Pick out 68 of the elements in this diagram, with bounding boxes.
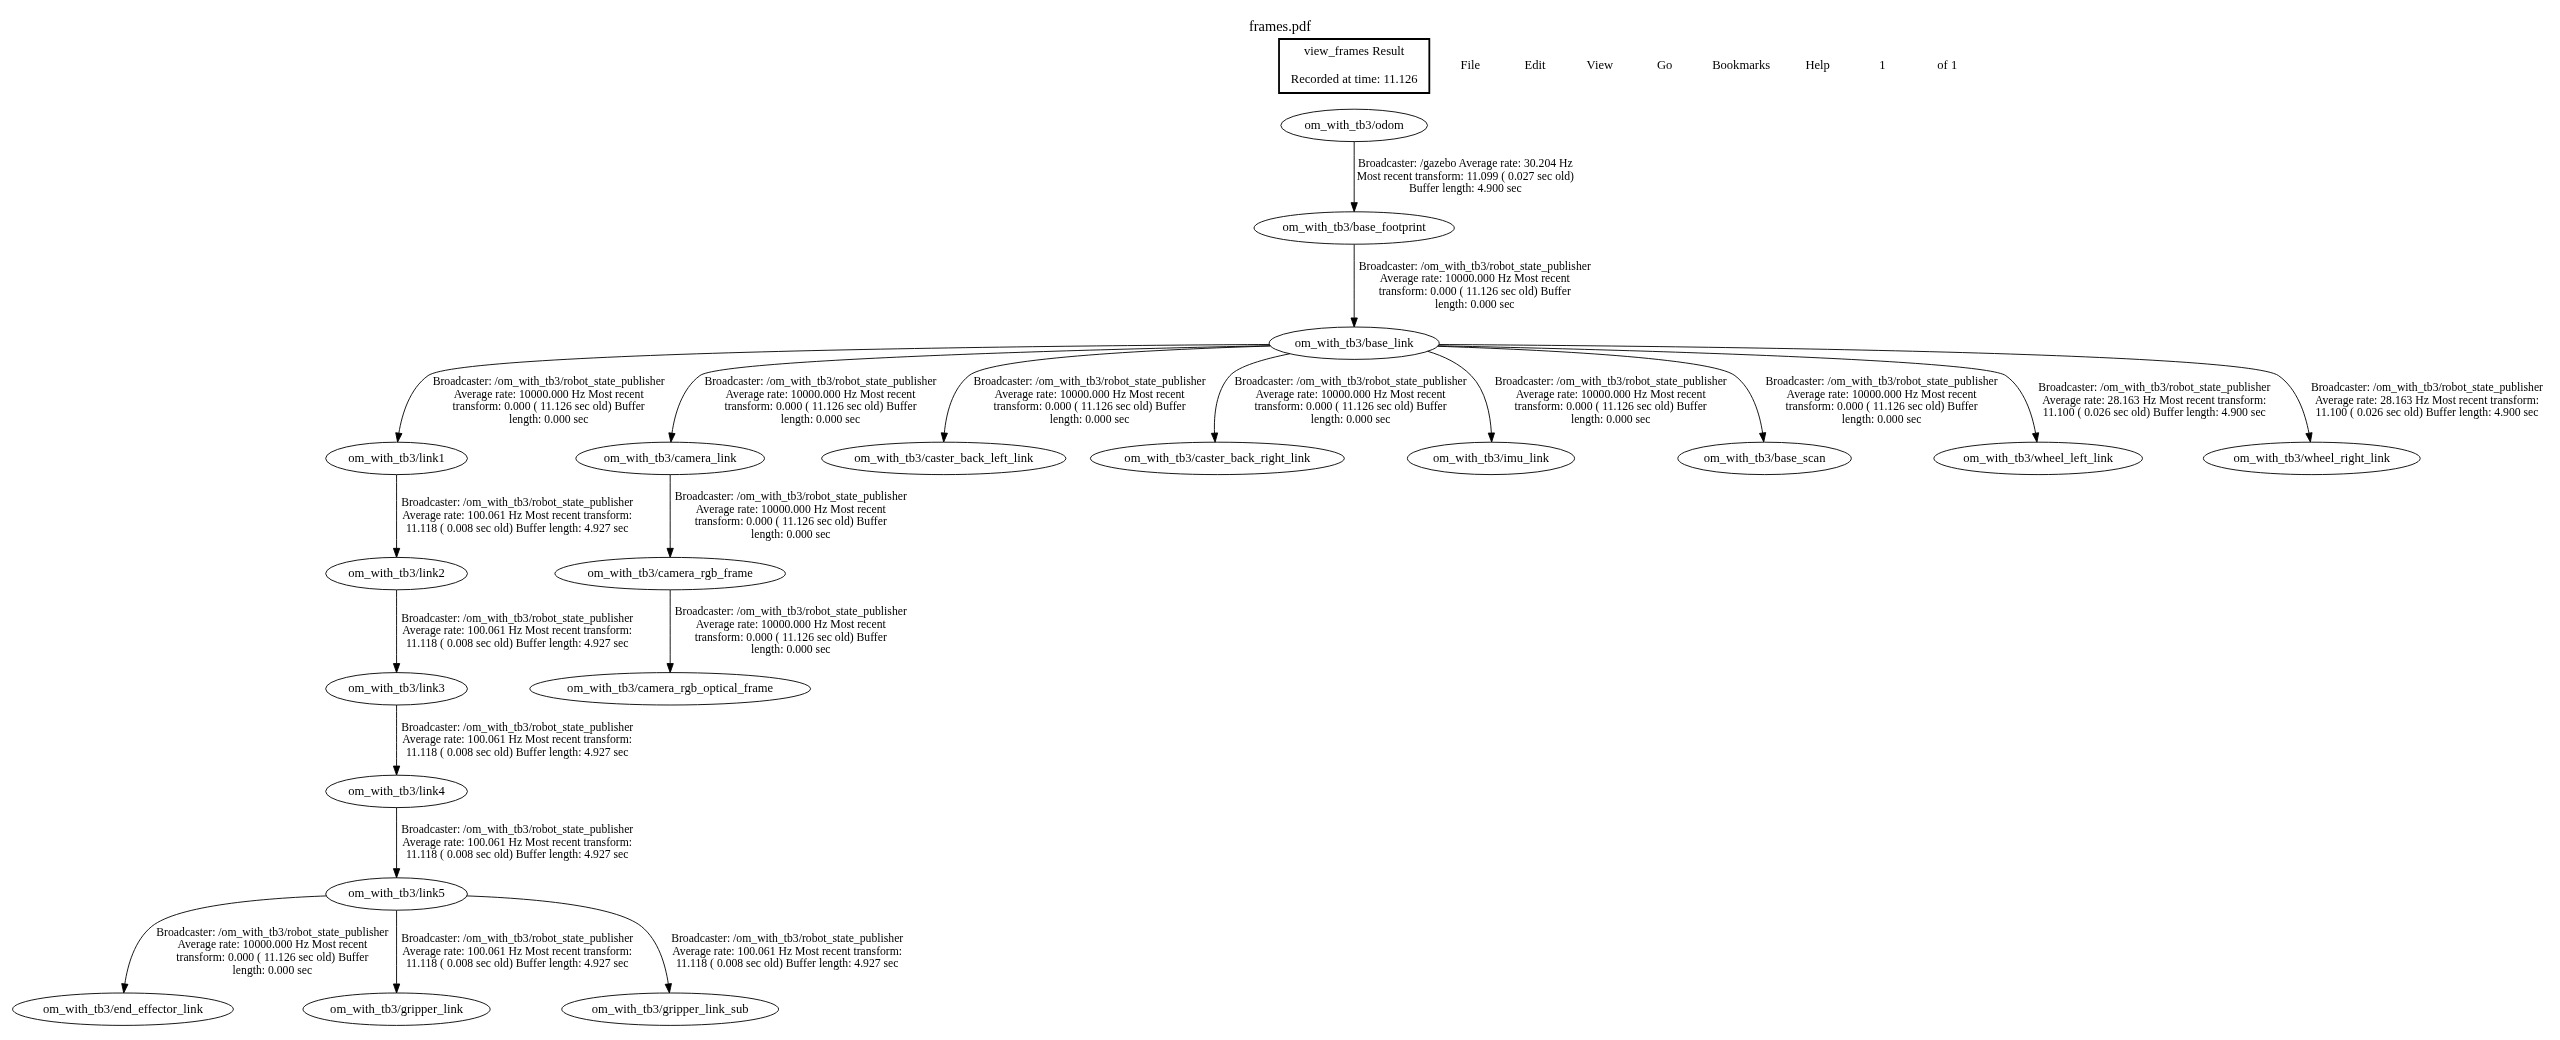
node-ellipse: om_with_tb3/camera_link	[575, 441, 765, 475]
node-ellipse: om_with_tb3/link1	[325, 441, 468, 475]
label: 1	[1879, 57, 1886, 72]
diagram-title: frames.pdf	[1249, 17, 1311, 34]
arrow	[1350, 243, 1358, 327]
edge-label: Broadcaster: /om_with_tb3/robot_state_publisher Average rate: 10000.000 Hz Most recent transform: 0.000 ( 11.126 sec old) Buffer length: 0.000 sec	[1358, 259, 1591, 311]
edge-label: Broadcaster: /om_with_tb3/robot_state_publisher Average rate: 28.163 Hz Most recent transform: 11.100 ( 0.026 sec old) Buffer length: 4.900 sec	[2310, 380, 2544, 419]
edge-label: Broadcaster: /om_with_tb3/robot_state_publisher Average rate: 10000.000 Hz Most recent transform: 0.000 ( 11.126 sec old) Buffer length: 0.000 sec	[674, 489, 907, 541]
edge-label: Broadcaster: /om_with_tb3/robot_state_publisher Average rate: 10000.000 Hz Most recent transform: 0.000 ( 11.126 sec old) Buffer length: 0.000 sec	[674, 604, 907, 656]
edge-label: Broadcaster: /om_with_tb3/robot_state_publisher Average rate: 10000.000 Hz Most recent transform: 0.000 ( 11.126 sec old) Buffer length: 0.000 sec	[1494, 374, 1727, 426]
node-ellipse: om_with_tb3/gripper_link	[302, 992, 491, 1026]
label: File	[1460, 57, 1481, 72]
arrow	[1210, 352, 1291, 443]
edge-label: Broadcaster: /om_with_tb3/robot_state_publisher Average rate: 10000.000 Hz Most recent transform: 0.000 ( 11.126 sec old) Buffer length: 0.000 sec	[1234, 374, 1467, 426]
label: View	[1586, 57, 1614, 72]
arrow	[395, 343, 1270, 442]
label: Go	[1656, 57, 1673, 72]
node-ellipse: om_with_tb3/link3	[325, 671, 468, 705]
arrow	[466, 894, 672, 993]
arrow	[666, 589, 674, 673]
arrow	[393, 704, 401, 775]
edge-label: Broadcaster: /om_with_tb3/robot_state_publisher Average rate: 28.163 Hz Most recent transform: 11.100 ( 0.026 sec old) Buffer length: 4.900 sec	[2038, 380, 2271, 419]
edge-label: Broadcaster: /om_with_tb3/robot_state_publisher Average rate: 100.061 Hz Most recent transform: 11.118 ( 0.008 sec old) Buffer length: 4.927 sec	[401, 720, 634, 759]
label: Bookmarks	[1712, 57, 1771, 72]
node-ellipse: om_with_tb3/wheel_right_link	[2202, 441, 2421, 475]
edge-label: Broadcaster: /om_with_tb3/robot_state_publisher Average rate: 10000.000 Hz Most recent transform: 0.000 ( 11.126 sec old) Buffer length: 0.000 sec	[432, 374, 665, 426]
node-ellipse: om_with_tb3/base_link	[1268, 326, 1440, 360]
node-ellipse: om_with_tb3/link5	[325, 876, 468, 911]
arrow	[666, 473, 674, 558]
arrow	[121, 894, 327, 993]
node-ellipse: om_with_tb3/link4	[325, 774, 468, 808]
label: of 1	[1937, 57, 1958, 72]
node-ellipse: om_with_tb3/caster_back_left_link	[821, 441, 1067, 475]
arrow	[668, 344, 1271, 443]
arrow	[393, 473, 401, 558]
node-ellipse: om_with_tb3/caster_back_right_link	[1089, 441, 1345, 475]
arrow	[1427, 350, 1495, 442]
node-box: view_frames Result Recorded at time: 11.126	[1278, 37, 1431, 94]
node-ellipse: om_with_tb3/camera_rgb_optical_frame	[529, 671, 811, 705]
arrow	[393, 909, 401, 993]
arrow	[1437, 344, 2040, 443]
node-ellipse: om_with_tb3/base_scan	[1677, 441, 1852, 475]
edge-label: Broadcaster: /om_with_tb3/robot_state_publisher Average rate: 10000.000 Hz Most recent transform: 0.000 ( 11.126 sec old) Buffer length: 0.000 sec	[704, 374, 937, 426]
edge-label: Broadcaster: /om_with_tb3/robot_state_publisher Average rate: 100.061 Hz Most recent transform: 11.118 ( 0.008 sec old) Buffer length: 4.927 sec	[401, 931, 634, 970]
edge-label: Broadcaster: /om_with_tb3/robot_state_publisher Average rate: 100.061 Hz Most recent transform: 11.118 ( 0.008 sec old) Buffer length: 4.927 sec	[401, 822, 634, 861]
edge-label: Broadcaster: /om_with_tb3/robot_state_publisher Average rate: 10000.000 Hz Most recent transform: 0.000 ( 11.126 sec old) Buffer length: 0.000 sec	[973, 374, 1206, 426]
node-ellipse: om_with_tb3/wheel_left_link	[1933, 441, 2143, 475]
node-ellipse: om_with_tb3/imu_link	[1406, 441, 1575, 475]
arrow	[1438, 343, 2313, 442]
label: Edit	[1524, 57, 1546, 72]
arrow	[1437, 345, 1767, 442]
edge-label: Broadcaster: /om_with_tb3/robot_state_publisher Average rate: 100.061 Hz Most recent transform: 11.118 ( 0.008 sec old) Buffer length: 4.927 sec	[401, 611, 634, 650]
node-ellipse: om_with_tb3/link2	[325, 556, 468, 590]
arrow	[940, 345, 1271, 442]
arrow	[393, 806, 401, 878]
node-ellipse: om_with_tb3/base_footprint	[1253, 210, 1455, 245]
node-ellipse: om_with_tb3/gripper_link_sub	[561, 992, 780, 1026]
node-ellipse: om_with_tb3/camera_rgb_frame	[554, 556, 786, 590]
edge-label: Broadcaster: /om_with_tb3/robot_state_publisher Average rate: 100.061 Hz Most recent transform: 11.118 ( 0.008 sec old) Buffer length: 4.927 sec	[671, 931, 904, 970]
arrow	[1350, 140, 1358, 212]
arrow	[393, 589, 401, 673]
edge-label: Broadcaster: /gazebo Average rate: 30.204 Hz Most recent transform: 11.099 ( 0.027 sec old) Buffer length: 4.900 sec	[1356, 156, 1575, 195]
edge-label: Broadcaster: /om_with_tb3/robot_state_publisher Average rate: 10000.000 Hz Most recent transform: 0.000 ( 11.126 sec old) Buffer length: 0.000 sec	[156, 925, 389, 977]
node-ellipse: om_with_tb3/end_effector_link	[12, 992, 234, 1026]
edge-label: Broadcaster: /om_with_tb3/robot_state_publisher Average rate: 10000.000 Hz Most recent transform: 0.000 ( 11.126 sec old) Buffer length: 0.000 sec	[1765, 374, 1998, 426]
label: Help	[1805, 57, 1830, 72]
edge-label: Broadcaster: /om_with_tb3/robot_state_publisher Average rate: 100.061 Hz Most recent transform: 11.118 ( 0.008 sec old) Buffer length: 4.927 sec	[401, 495, 634, 535]
node-ellipse: om_with_tb3/odom	[1280, 108, 1428, 142]
